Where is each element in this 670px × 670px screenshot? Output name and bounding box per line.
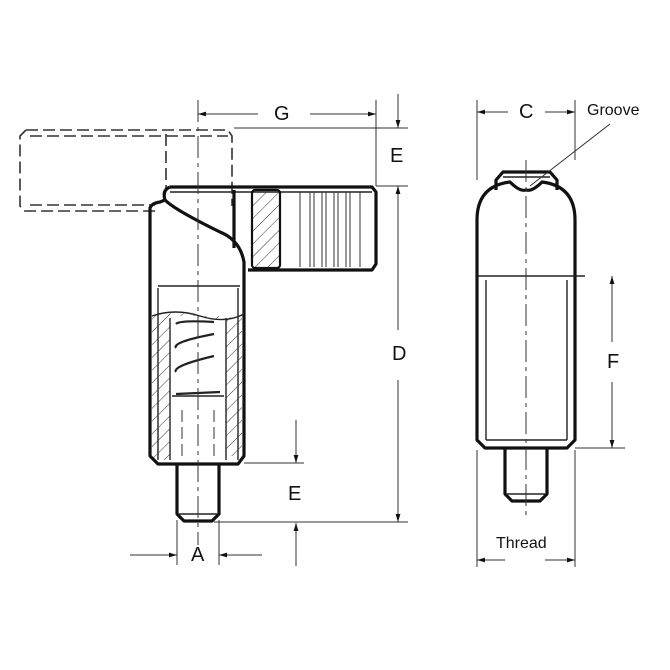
dimension-F: [575, 276, 625, 449]
dimension-E-top: [234, 94, 408, 187]
label-C: C: [517, 101, 536, 123]
front-view: [475, 100, 625, 567]
label-A: A: [189, 544, 207, 566]
front-body: [475, 170, 585, 450]
dimension-thread: [476, 450, 576, 567]
label-thread: Thread: [494, 535, 549, 552]
handle-knurled: [170, 185, 378, 272]
label-E-top: E: [388, 145, 406, 167]
label-G: G: [272, 103, 292, 125]
label-E-bottom: E: [286, 483, 304, 505]
body: [148, 185, 246, 466]
label-groove: Groove: [585, 102, 642, 119]
side-view: [19, 94, 408, 566]
label-F: F: [605, 351, 622, 373]
handle-raised-phantom: [19, 129, 233, 212]
label-D: D: [390, 343, 409, 365]
dimension-C: [476, 100, 576, 180]
dimension-E-bottom: [244, 420, 304, 566]
groove-leader-line: [529, 123, 611, 187]
dimension-D: [214, 186, 408, 523]
dimension-G: [198, 100, 377, 186]
dimension-A: [130, 520, 262, 565]
